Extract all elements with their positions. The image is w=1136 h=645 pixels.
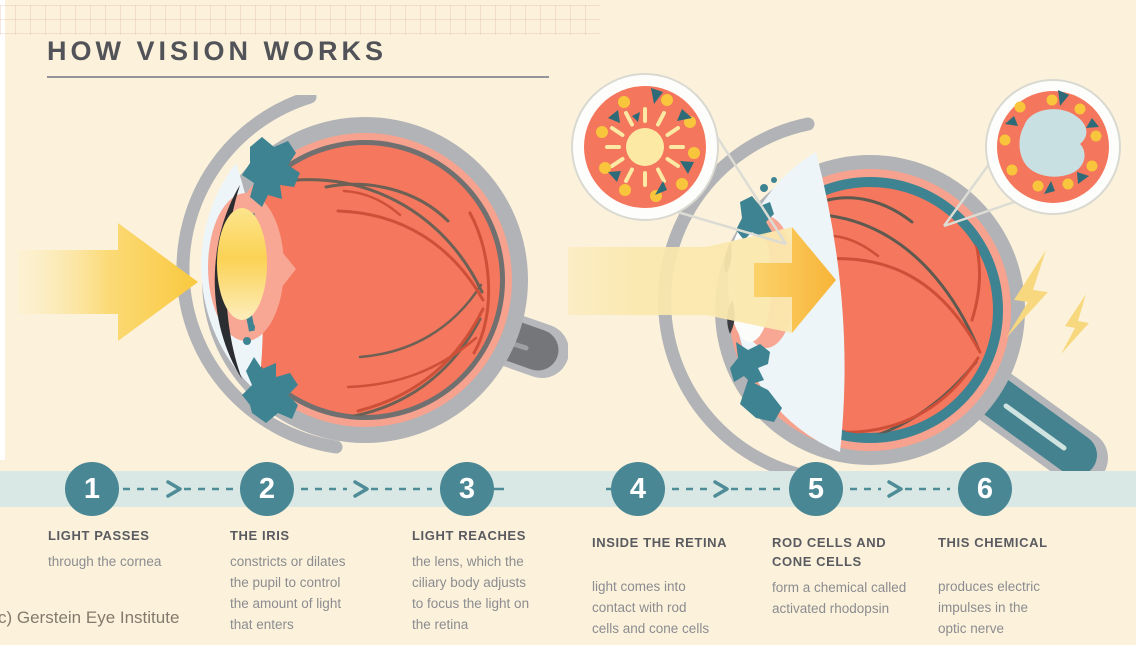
- step-heading: LIGHT PASSES: [48, 528, 150, 543]
- light-arrow-icon: [18, 223, 198, 341]
- step-6: THIS CHEMICAL produces electric impulses…: [938, 534, 1123, 640]
- step-circle-2: 2: [240, 462, 294, 516]
- step-number: 3: [458, 472, 476, 505]
- step-number: 2: [258, 472, 276, 505]
- step-heading: ROD CELLS AND CONE CELLS: [772, 535, 887, 569]
- step-body: light comes into contact with rod cells …: [592, 578, 710, 636]
- ciliary-body: [730, 177, 782, 422]
- left-margin-strip: [0, 0, 5, 460]
- left-eye-diagram: [18, 95, 568, 454]
- step-body: produces electric impulses in the optic …: [938, 578, 1041, 636]
- background-grid: [0, 5, 600, 35]
- light-arrow-icon: [754, 227, 836, 333]
- step-number: 1: [83, 472, 101, 505]
- lightning-icon: [1006, 250, 1089, 354]
- eyeball: [202, 117, 528, 443]
- step-circle-1: 1: [65, 462, 119, 516]
- step-1: LIGHT PASSES through the cornea: [48, 527, 233, 573]
- step-body: through the cornea: [48, 553, 162, 569]
- title-underline: [47, 76, 549, 78]
- step-number: 6: [976, 472, 994, 505]
- step-circle-6: 6: [958, 462, 1012, 516]
- step-number: 5: [807, 472, 825, 505]
- rod-cone-callout-icon: [571, 73, 719, 221]
- step-body: form a chemical called activated rhodops…: [772, 579, 907, 616]
- step-4: INSIDE THE RETINA light comes into conta…: [592, 534, 777, 640]
- page-title: HOW VISION WORKS: [47, 36, 387, 66]
- step-body: the lens, which the ciliary body adjusts…: [412, 553, 530, 632]
- step-5: ROD CELLS AND CONE CELLS form a chemical…: [772, 534, 957, 620]
- step-2: THE IRIS constricts or dilates the pupil…: [230, 527, 415, 636]
- step-heading: THE IRIS: [230, 528, 290, 543]
- ciliary-body: [242, 137, 300, 423]
- step-circle-3: 3: [440, 462, 494, 516]
- step-heading: LIGHT REACHES: [412, 528, 526, 543]
- rhodopsin-callout-icon: [985, 79, 1121, 215]
- step-3: LIGHT REACHES the lens, which the ciliar…: [412, 527, 597, 636]
- step-circle-5: 5: [789, 462, 843, 516]
- attribution-credit: c) Gerstein Eye Institute: [0, 608, 180, 627]
- retina-vessels: [236, 178, 491, 416]
- optic-nerve-icon: [958, 362, 1108, 486]
- light-beam-icon: [568, 227, 792, 333]
- callout-lines: [663, 131, 1021, 246]
- lens-icon: [217, 208, 267, 320]
- step-heading: INSIDE THE RETINA: [592, 535, 728, 550]
- step-heading: THIS CHEMICAL: [938, 535, 1048, 550]
- step-number: 4: [629, 472, 647, 505]
- step-body: constricts or dilates the pupil to contr…: [230, 553, 346, 632]
- right-eye-diagram: [568, 73, 1121, 487]
- step-circle-4: 4: [611, 462, 665, 516]
